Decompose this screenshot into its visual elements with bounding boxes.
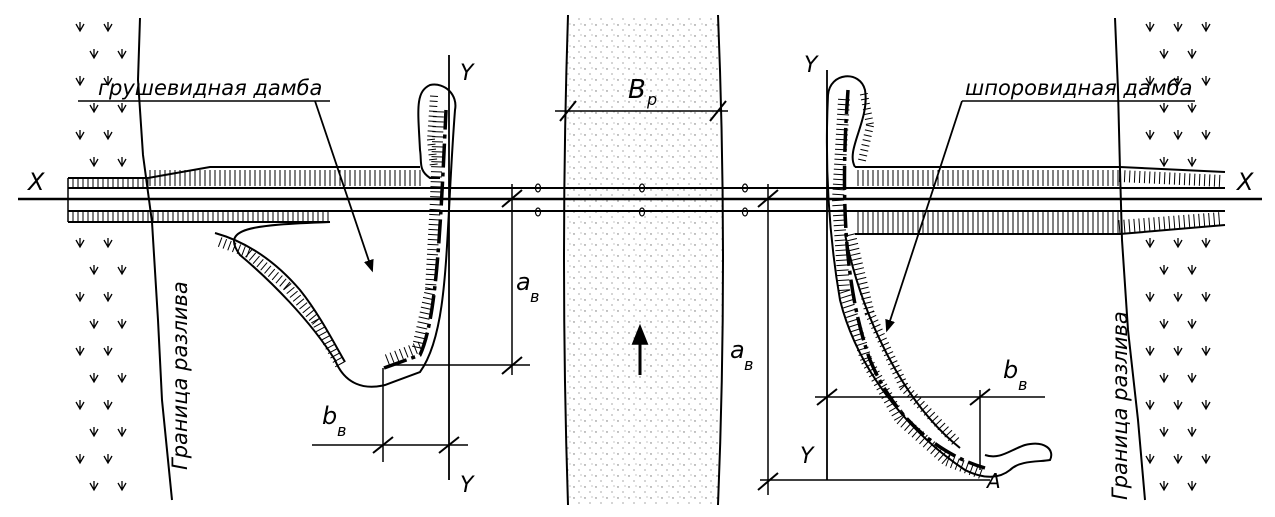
svg-text:a: a	[516, 268, 531, 296]
svg-text:b: b	[322, 402, 337, 430]
dim-label-b-right: b в	[1003, 356, 1027, 394]
axis-y-label-right-bottom: Y	[800, 444, 815, 469]
leader-lines	[78, 100, 1195, 333]
spur-dam-label: шпоровидная дамба	[965, 76, 1192, 100]
y-axes	[448, 55, 828, 480]
svg-text:р: р	[646, 90, 657, 109]
marsh-right	[1145, 22, 1211, 492]
dim-label-a-left: a в	[516, 268, 539, 306]
dim-label-bp: B р	[628, 75, 657, 109]
river-channel	[563, 14, 724, 506]
axis-y-label-left-bottom: Y	[460, 473, 475, 498]
svg-text:в: в	[744, 355, 753, 374]
marsh-left	[75, 22, 127, 492]
svg-text:в: в	[1018, 375, 1027, 394]
svg-text:в: в	[337, 421, 346, 440]
flood-boundary-left-label: Граница разлива	[168, 281, 192, 470]
svg-text:в: в	[530, 287, 539, 306]
dimension-lines	[312, 100, 1045, 495]
point-a-label: A	[985, 469, 1001, 493]
spur-shaped-dam	[825, 75, 1053, 479]
pear-shaped-dam	[214, 83, 457, 388]
embankment-slopes	[67, 166, 1226, 235]
axis-x-label-right: X	[1235, 168, 1254, 196]
axis-y-label-left-top: Y	[460, 61, 475, 86]
svg-text:B: B	[628, 75, 646, 105]
pear-dam-label: грушевидная дамба	[98, 76, 322, 100]
axis-y-label-right-top: Y	[804, 53, 819, 78]
road-embankment	[18, 178, 1262, 222]
axis-x-label-left: X	[26, 168, 45, 196]
dim-label-a-right: a в	[730, 336, 753, 374]
flood-boundary-right-label: Граница разлива	[1108, 311, 1132, 500]
svg-text:a: a	[730, 336, 745, 364]
svg-text:b: b	[1003, 356, 1018, 384]
dim-label-b-left: b в	[322, 402, 346, 440]
